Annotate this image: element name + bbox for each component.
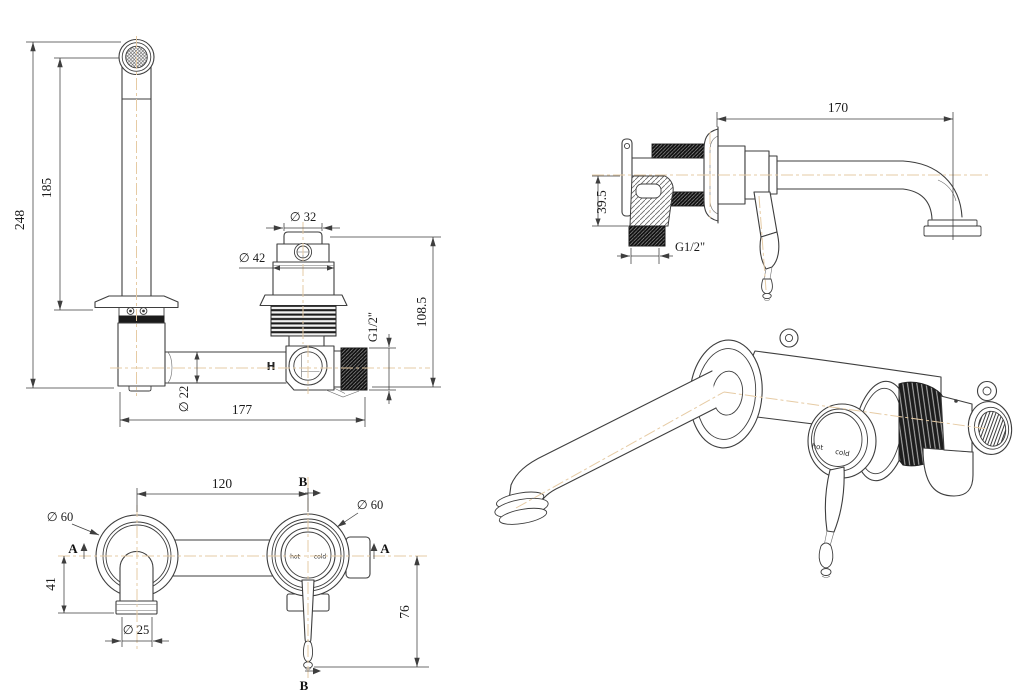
profile-elbow [628, 175, 674, 247]
dim-spout-reach: 170 [716, 100, 954, 240]
side-spout [94, 38, 287, 392]
dim-41-label: 41 [43, 577, 58, 591]
section-a-markers: A A [68, 541, 390, 559]
dim-g12-profile-label: G1/2" [675, 240, 705, 254]
hot-label-front: hot [290, 554, 300, 561]
dim-tube-dia: ∅ 22 [177, 352, 200, 412]
iso-centerlines [515, 391, 989, 509]
iso-inlet-socket [967, 401, 1013, 455]
wall-flange-profile [703, 128, 719, 222]
side-port-thread [340, 347, 368, 391]
dim-total-height: 248 [12, 41, 121, 389]
dim-108-label: 108.5 [414, 297, 429, 328]
dim-185-label: 185 [39, 178, 54, 199]
dim-inlet-thread: G1/2" [617, 240, 705, 264]
wall-bar [169, 539, 277, 577]
view-profile: 170 39.5 G1/2" [592, 100, 990, 301]
view-front: hot cold 120 41 ∅ 25 [43, 474, 430, 693]
side-centerlines [110, 36, 430, 396]
profile-handle [753, 191, 780, 301]
section-b-top-label: B [299, 474, 308, 489]
iso-lever [824, 466, 845, 533]
dim-170-label: 170 [828, 100, 849, 115]
dim-spout-drop: 41 [43, 556, 114, 614]
iso-body-neck [940, 395, 973, 453]
dim-wall-depth: 39.5 [592, 175, 628, 227]
dim-76-label: 76 [397, 605, 412, 619]
dim-side-port-thread: G1/2" [366, 312, 396, 404]
dim-flange-dia-left: ∅ 60 [47, 510, 100, 536]
iso-handle: hot cold [807, 403, 877, 578]
valve-stub [345, 536, 371, 579]
front-centerlines [58, 477, 430, 678]
section-a-right-label: A [380, 541, 390, 556]
view-side-elevation: H 248 185 ∅ 32 ∅ 42 [12, 36, 441, 427]
dim-d42-label: ∅ 42 [239, 251, 266, 265]
elbow-body [117, 322, 166, 387]
view-isometric: hot cold [494, 328, 1013, 578]
section-b-bottom-label: B [300, 678, 309, 693]
dim-spout-dia: ∅ 25 [105, 617, 169, 647]
dim-cap-dia: ∅ 32 [266, 210, 340, 231]
side-valve-body: H [267, 345, 368, 398]
dim-total-width: 177 [119, 392, 366, 427]
hot-label-iso: hot [811, 442, 824, 452]
profile-centerlines [592, 132, 990, 291]
profile-body [621, 126, 982, 301]
inlet-thread [628, 225, 666, 247]
dim-248-label: 248 [12, 210, 27, 231]
hot-marking-label: H [267, 361, 276, 373]
dim-d60-right-label: ∅ 60 [357, 498, 384, 512]
dim-39-label: 39.5 [594, 190, 609, 214]
iso-elbow [922, 447, 974, 497]
dim-g12-side-label: G1/2" [366, 312, 380, 342]
cold-label-front: cold [314, 554, 327, 561]
dim-body-dia: ∅ 42 [239, 251, 334, 271]
spout-profile [776, 160, 904, 190]
wall-flange [94, 295, 179, 309]
dim-d60-left-label: ∅ 60 [47, 510, 74, 524]
dim-177-label: 177 [232, 402, 253, 417]
dim-flange-dia-right: ∅ 60 [336, 498, 384, 528]
dim-centre-distance: 120 [136, 476, 309, 512]
dim-valve-height: 108.5 [330, 236, 441, 388]
section-a-left-label: A [68, 541, 78, 556]
section-b-markers: B B [299, 474, 321, 693]
dim-120-label: 120 [212, 476, 233, 491]
dim-d22-label: ∅ 22 [177, 386, 191, 413]
cold-label-iso: cold [834, 448, 850, 458]
iso-spout [494, 370, 717, 525]
dim-handle-drop: 76 [314, 556, 429, 668]
dim-d32-label: ∅ 32 [290, 210, 317, 224]
dim-spout-height: 185 [39, 57, 119, 311]
dim-d25-label: ∅ 25 [123, 623, 150, 637]
